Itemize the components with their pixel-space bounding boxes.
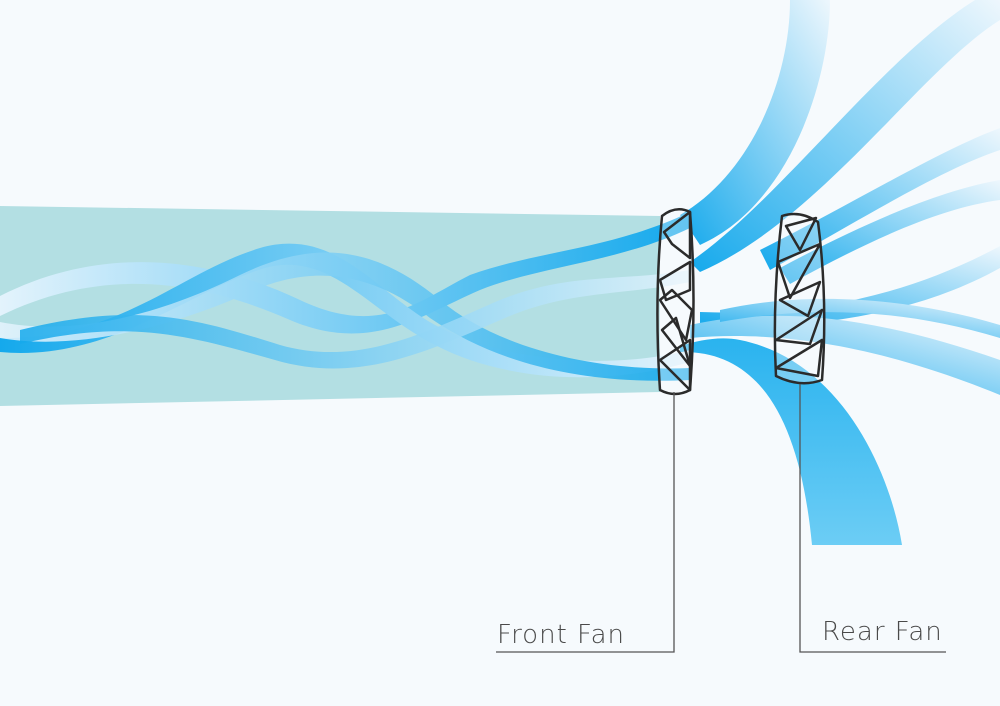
rear-fan-label: Rear Fan [822,617,943,647]
outflow-ribbon [780,180,1000,284]
front-fan-label: Front Fan [497,620,626,650]
rear-fan-leader-line [799,384,946,653]
airflow-ribbon [20,270,690,369]
outflow-ribbon [690,315,1000,395]
outflow-ribbon [690,0,1000,272]
airflow-ribbon [0,252,690,381]
front-fan-leader-line [496,392,675,653]
outflow-ribbon [680,338,902,545]
outflow-ribbon [720,298,1000,338]
front-fan-icon [656,208,695,396]
airflow-ribbon [0,212,690,334]
rear-fan-icon [773,212,826,385]
outflow-ribbon [680,0,830,245]
